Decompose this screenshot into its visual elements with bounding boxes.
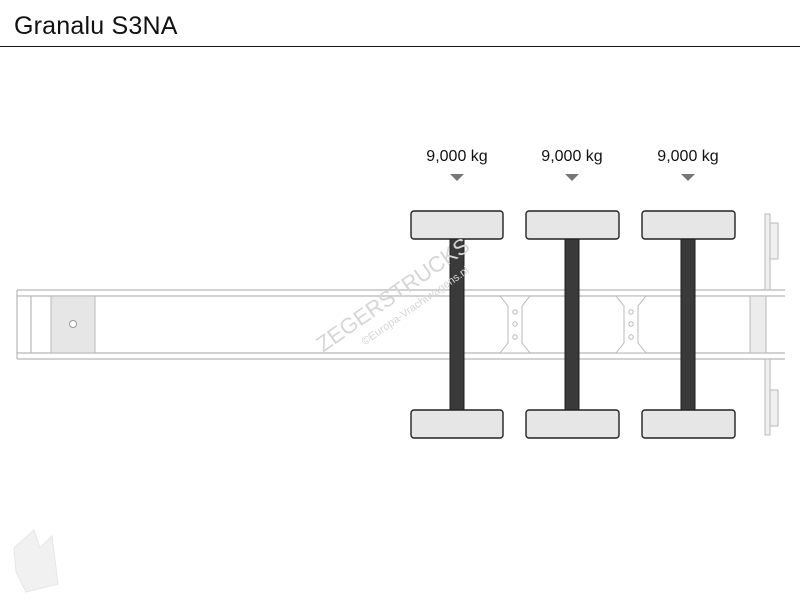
rear-block	[749, 295, 767, 354]
axle-2	[525, 210, 620, 439]
kingpin	[69, 320, 77, 328]
axle-1	[410, 210, 504, 439]
axle-2-wheel-top	[525, 210, 620, 240]
axle-3-wheel-top	[641, 210, 736, 240]
axle-2-wheel-bottom	[525, 409, 620, 439]
cross-member-2	[614, 295, 648, 354]
axle-3-load-arrow	[681, 174, 695, 181]
cross-member-1	[498, 295, 532, 354]
axle-3-shaft	[680, 237, 696, 413]
axle-1-wheel-top	[410, 210, 504, 240]
title-divider	[0, 46, 800, 47]
axle-1-wheel-bottom	[410, 409, 504, 439]
rear-bumper	[764, 213, 779, 436]
chassis-frame	[16, 289, 785, 360]
axle-3-load-label: 9,000 kg	[657, 148, 719, 165]
axle-2-load-arrow	[565, 174, 579, 181]
axle-1-load-label: 9,000 kg	[426, 148, 488, 165]
axle-3	[641, 210, 736, 439]
axle-3-wheel-bottom	[641, 409, 736, 439]
axle-2-shaft	[564, 237, 580, 413]
site-logo-icon	[13, 529, 59, 593]
page-title: Granalu S3NA	[14, 12, 178, 40]
axle-1-load-arrow	[450, 174, 464, 181]
axle-2-load-label: 9,000 kg	[541, 148, 603, 165]
